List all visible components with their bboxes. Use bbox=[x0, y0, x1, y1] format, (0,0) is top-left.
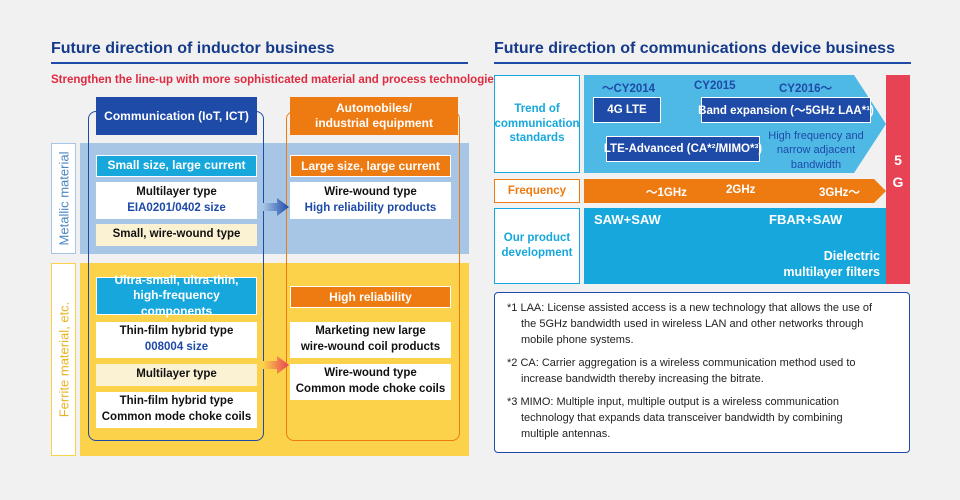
thin-film-choke-box: Thin-film hybrid type Common mode choke … bbox=[96, 392, 257, 428]
5g-char-5: 5 bbox=[894, 152, 902, 168]
inductor-title: Future direction of inductor business bbox=[51, 40, 335, 57]
ferrite-arrow-icon bbox=[263, 356, 289, 374]
band-expansion-box: Band expansion (～5GHz LAA*¹) bbox=[698, 97, 874, 123]
product-line2: development bbox=[501, 247, 573, 259]
trend-row-label: Trend of communication standards bbox=[494, 75, 580, 173]
wire-wound-hr-line2: High reliability products bbox=[304, 201, 437, 214]
side-label-metallic-text: Metallic material bbox=[56, 151, 72, 246]
5g-bar bbox=[886, 75, 910, 284]
ultra-small-label: Ultra-small, ultra-thin, high-frequency … bbox=[96, 273, 257, 318]
trend-line2: communication bbox=[494, 117, 580, 130]
lte-advanced-box: LTE-Advanced (CA*²/MIMO*³) bbox=[604, 136, 762, 162]
dielectric-line1: Dielectric bbox=[823, 249, 880, 263]
trend-line1: Trend of bbox=[514, 102, 560, 115]
footnote-1: *1 LAA: License assisted access is a new… bbox=[507, 301, 897, 349]
automobile-column-header: Automobiles/ industrial equipment bbox=[290, 97, 458, 135]
wire-wound-high-reliability-box: Wire-wound type High reliability product… bbox=[290, 182, 451, 219]
marketing-large-coil-box: Marketing new large wire-wound coil prod… bbox=[290, 322, 451, 358]
product-row-label: Our product development bbox=[494, 208, 580, 284]
small-size-large-current-label: Small size, large current bbox=[96, 155, 257, 177]
footnote-1-line3: mobile phone systems. bbox=[521, 333, 634, 346]
thin-film-choke-line2: Common mode choke coils bbox=[101, 411, 252, 423]
footnote-3-line1: *3 MIMO: Multiple input, multiple output… bbox=[507, 395, 839, 408]
small-wire-wound-box: Small, wire-wound type bbox=[96, 224, 257, 246]
freq-2ghz: 2GHz bbox=[726, 184, 756, 196]
trend-line3: standards bbox=[509, 132, 565, 145]
cy2014-label: ～CY2014 bbox=[602, 83, 656, 95]
hf-line1: High frequency and bbox=[768, 130, 864, 142]
hf-line3: bandwidth bbox=[790, 158, 842, 171]
fbar-saw-label: FBAR+SAW bbox=[769, 212, 843, 227]
ultra-small-line1: Ultra-small, ultra-thin, bbox=[114, 272, 239, 287]
wire-wound-choke-line1: Wire-wound type bbox=[324, 367, 417, 380]
footnote-2-line2: increase bandwidth thereby increasing th… bbox=[521, 372, 764, 385]
high-reliability-label: High reliability bbox=[290, 286, 451, 308]
multilayer-eia-line2: EIA0201/0402 size bbox=[127, 201, 226, 214]
thin-film-008004-line2: 008004 size bbox=[144, 341, 209, 353]
footnote-2: *2 CA: Carrier aggregation is a wireless… bbox=[507, 356, 897, 388]
metallic-arrow-icon bbox=[263, 198, 289, 216]
saw-saw-label: SAW+SAW bbox=[594, 212, 661, 227]
inductor-title-rule bbox=[51, 62, 468, 64]
footnote-3-line3: multiple antennas. bbox=[521, 427, 611, 440]
hf-line2: narrow adjacent bbox=[776, 144, 856, 157]
footnote-3-line2: technology that expands data transceiver… bbox=[521, 411, 843, 424]
dielectric-line2: multilayer filters bbox=[783, 264, 880, 279]
footnotes-box: *1 LAA: License assisted access is a new… bbox=[494, 292, 910, 453]
automobile-header-line1: Automobiles/ bbox=[335, 101, 412, 115]
thin-film-choke-line1: Thin-film hybrid type bbox=[119, 395, 234, 408]
footnote-1-line1: *1 LAA: License assisted access is a new… bbox=[507, 302, 873, 314]
footnote-2-line1: *2 CA: Carrier aggregation is a wireless… bbox=[507, 356, 856, 369]
cy2016-label: CY2016～ bbox=[779, 83, 833, 95]
footnote-1-line2: the 5GHz bandwidth used in wireless LAN … bbox=[521, 317, 864, 330]
multilayer-eia-box: Multilayer type EIA0201/0402 size bbox=[96, 182, 257, 219]
cy2015-label: CY2015 bbox=[694, 80, 736, 92]
dielectric-label: Dielectric multilayer filters bbox=[750, 249, 880, 280]
product-line1: Our product bbox=[503, 232, 571, 245]
thin-film-008004-box: Thin-film hybrid type 008004 size bbox=[96, 322, 257, 358]
marketing-large-coil-line1: Marketing new large bbox=[315, 325, 426, 338]
wire-wound-choke-box: Wire-wound type Common mode choke coils bbox=[290, 364, 451, 400]
side-label-metallic: Metallic material bbox=[51, 143, 76, 254]
wire-wound-choke-line2: Common mode choke coils bbox=[295, 383, 446, 395]
inductor-subtitle: Strengthen the line-up with more sophist… bbox=[51, 74, 504, 86]
large-size-large-current-label: Large size, large current bbox=[290, 155, 451, 177]
lte-4g-box: 4G LTE bbox=[593, 97, 661, 123]
5g-label: 5 G bbox=[886, 150, 910, 193]
right-panel: Future direction of communications devic… bbox=[480, 0, 960, 500]
5g-char-g: G bbox=[892, 173, 904, 190]
freq-1ghz: ～1GHz bbox=[646, 187, 687, 199]
thin-film-008004-line1: Thin-film hybrid type bbox=[119, 325, 234, 338]
product-block bbox=[584, 208, 886, 284]
frequency-arrow-shape bbox=[584, 179, 886, 203]
wire-wound-hr-line1: Wire-wound type bbox=[324, 185, 417, 198]
marketing-large-coil-line2: wire-wound coil products bbox=[300, 341, 441, 353]
footnote-3: *3 MIMO: Multiple input, multiple output… bbox=[507, 395, 897, 443]
side-label-ferrite-text: Ferrite material, etc. bbox=[56, 301, 71, 418]
communication-column-header: Communication (IoT, ICT) bbox=[96, 97, 257, 135]
high-frequency-note: High frequency and narrow adjacent bandw… bbox=[764, 129, 868, 172]
multilayer-eia-line1: Multilayer type bbox=[136, 185, 217, 198]
freq-3ghz: 3GHz～ bbox=[819, 187, 860, 199]
comm-device-title: Future direction of communications devic… bbox=[494, 40, 895, 57]
frequency-row-label: Frequency bbox=[494, 179, 580, 203]
side-label-ferrite: Ferrite material, etc. bbox=[51, 263, 76, 456]
ultra-small-line2: high-frequency components bbox=[133, 288, 220, 318]
comm-device-title-rule bbox=[494, 62, 911, 64]
ferrite-multilayer-box: Multilayer type bbox=[96, 364, 257, 386]
left-panel: Future direction of inductor business St… bbox=[51, 40, 503, 456]
automobile-header-line2: industrial equipment bbox=[314, 116, 433, 130]
